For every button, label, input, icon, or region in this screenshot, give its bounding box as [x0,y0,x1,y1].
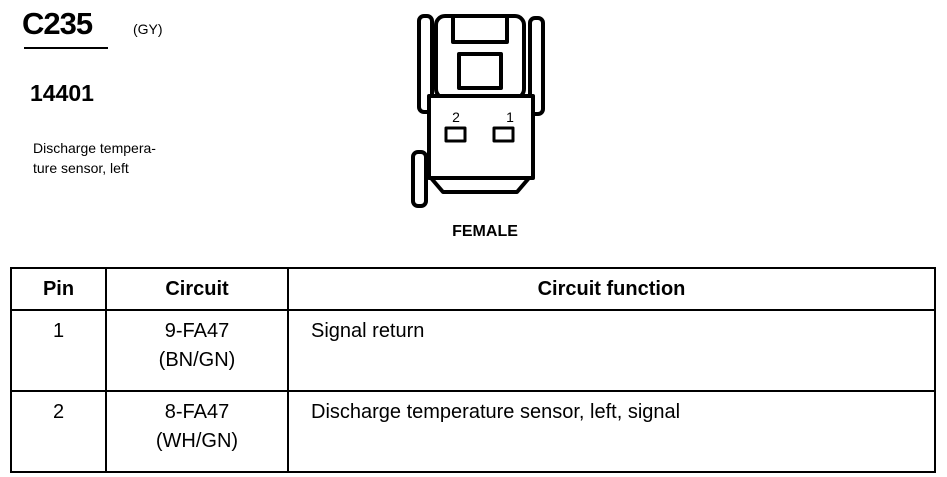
pin-1-cavity [492,126,515,143]
pin-cell: 1 [10,309,107,392]
connector-skirt [429,176,531,194]
left-lower-rail [411,150,428,208]
connector-color: (GY) [133,21,163,37]
part-number: 14401 [30,80,94,106]
connector-body [427,94,535,180]
circuit-cell: 9-FA47 (BN/GN) [105,309,289,392]
housing-tab [451,14,509,44]
pin-cell: 2 [10,390,107,473]
connector-face-diagram: 2 1 [411,14,545,208]
function-cell: Signal return [287,309,936,392]
connector-description: Discharge tempera- ture sensor, left [33,138,203,178]
connector-id: C235 [22,6,93,41]
pin-2-cavity [444,126,467,143]
wire-color: (BN/GN) [158,349,236,371]
right-latch-rail [528,16,545,116]
housing-window [457,52,503,90]
gender-label: FEMALE [452,223,518,240]
circuit-number: 8-FA47 [164,401,230,423]
description-line-1: Discharge tempera- [33,140,156,156]
function-cell: Discharge temperature sensor, left, sign… [287,390,936,473]
wire-color: (WH/GN) [155,430,239,452]
pin-1-label: 1 [506,109,514,125]
circuit-number: 9-FA47 [164,320,230,342]
pin-table: Pin Circuit Circuit function 1 9-FA47 (B… [10,267,936,473]
table-header-row: Pin Circuit Circuit function [10,267,936,311]
description-line-2: ture sensor, left [33,160,129,176]
title-underline [24,47,108,49]
table-row: 2 8-FA47 (WH/GN) Discharge temperature s… [10,390,936,473]
left-latch-rail [417,14,434,114]
header-pin: Pin [10,267,107,311]
header-circuit: Circuit [105,267,289,311]
header-function: Circuit function [287,267,936,311]
pin-2-label: 2 [452,109,460,125]
circuit-cell: 8-FA47 (WH/GN) [105,390,289,473]
table-row: 1 9-FA47 (BN/GN) Signal return [10,309,936,392]
